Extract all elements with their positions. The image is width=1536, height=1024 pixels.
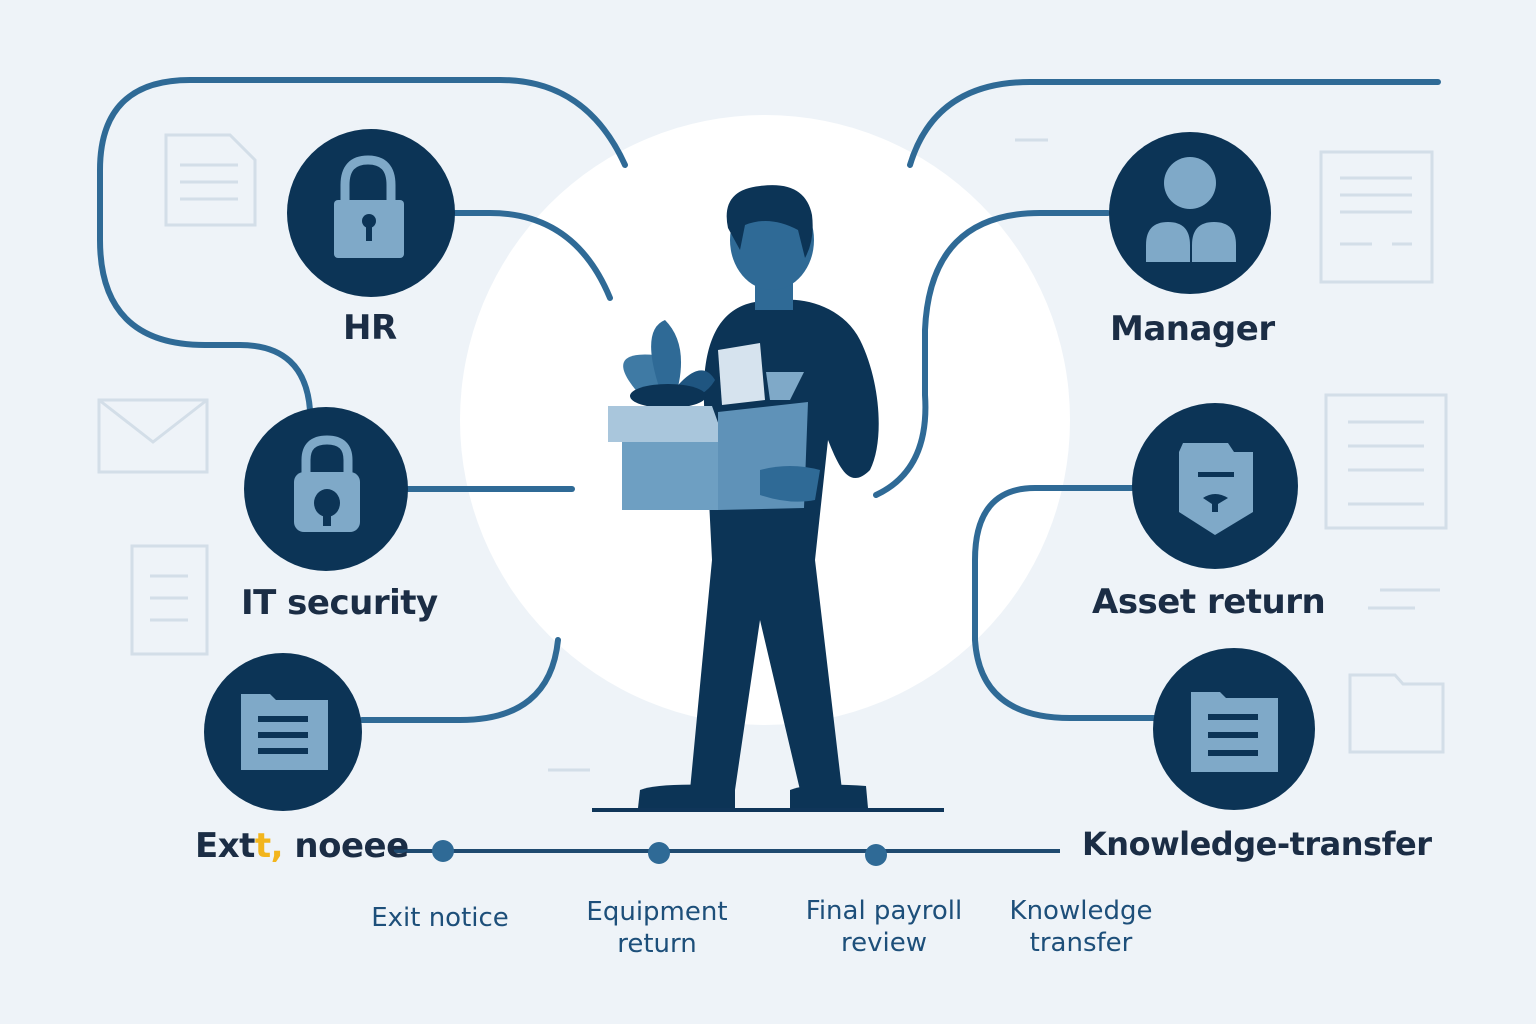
background-dash	[548, 138, 1440, 772]
timeline-step-line2: review	[841, 928, 927, 958]
connector-manager-center	[873, 210, 1111, 498]
timeline-step-line2: return	[617, 929, 697, 959]
background-document-icon	[164, 133, 257, 227]
badge-icon	[1179, 443, 1253, 535]
node-label-exit-employee-part1: Ext	[195, 826, 255, 866]
timeline-step-equipment-return: Equipment return	[547, 896, 767, 960]
timeline-step-knowledge-transfer: Knowledge transfer	[971, 895, 1191, 959]
background-document-icon	[130, 544, 209, 656]
timeline-step-line2: transfer	[1029, 928, 1133, 958]
timeline-dot-exit-notice	[432, 840, 454, 862]
padlock-icon	[334, 155, 404, 258]
node-label-exit-employee: Extt, noeee	[195, 826, 409, 866]
person-carrying-box-icon	[608, 185, 879, 808]
timeline-dot-equipment-return	[648, 842, 670, 864]
timeline-step-line1: Equipment	[586, 897, 728, 927]
timeline-step-line1: Knowledge	[1009, 896, 1153, 926]
timeline	[392, 840, 1060, 866]
padlock-icon	[294, 435, 360, 532]
background-document-icon	[1324, 393, 1448, 530]
node-label-it-security: IT security	[241, 583, 438, 623]
timeline-step-line1: Exit notice	[371, 903, 509, 933]
background-envelope-icon	[97, 398, 209, 474]
connector-asset-return	[972, 485, 1158, 721]
document-icon	[241, 694, 328, 770]
people-icon	[1146, 157, 1236, 262]
connector-hr-center	[452, 210, 613, 301]
node-label-exit-employee-accent: t,	[254, 826, 284, 866]
connector-manager-outer	[907, 79, 1441, 168]
timeline-step-line1: Final payroll	[805, 896, 963, 926]
background-document-icon	[1319, 150, 1434, 284]
node-label-asset-return: Asset return	[1092, 582, 1326, 622]
node-label-exit-employee-part2: noeee	[283, 826, 409, 866]
timeline-step-final-payroll-review: Final payroll review	[774, 895, 994, 959]
document-icon	[1191, 692, 1278, 772]
timeline-dot-final-payroll-review	[865, 844, 887, 866]
background-folder-icon	[1348, 673, 1445, 754]
node-label-manager: Manager	[1110, 309, 1275, 349]
node-label-hr: HR	[343, 308, 397, 348]
connector-hr-outer	[97, 77, 628, 413]
node-label-knowledge-transfer: Knowledge-transfer	[1082, 825, 1432, 863]
timeline-step-exit-notice: Exit notice	[330, 902, 550, 934]
node-circle-manager	[1109, 132, 1271, 294]
connector-exit-employee	[359, 637, 561, 723]
